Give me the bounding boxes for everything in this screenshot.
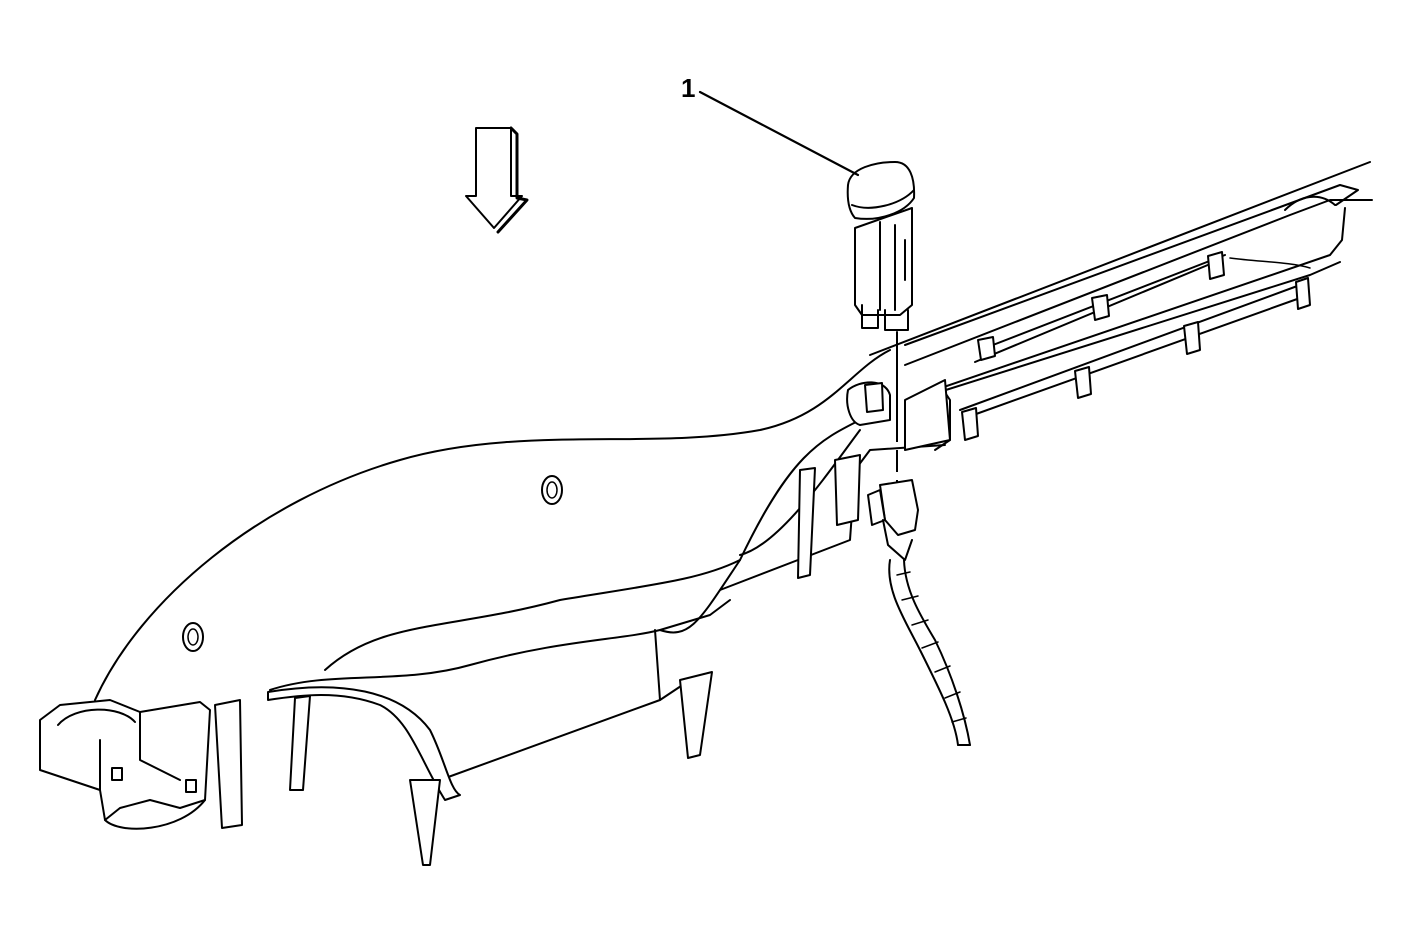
down-arrow-icon xyxy=(465,126,529,234)
defroster-rail xyxy=(869,161,1373,451)
callout-label: 1 xyxy=(681,73,695,103)
sensor-component xyxy=(846,161,916,331)
wiring-harness xyxy=(867,479,971,746)
instrument-panel xyxy=(39,349,951,866)
callout-1: 1 xyxy=(681,73,860,177)
